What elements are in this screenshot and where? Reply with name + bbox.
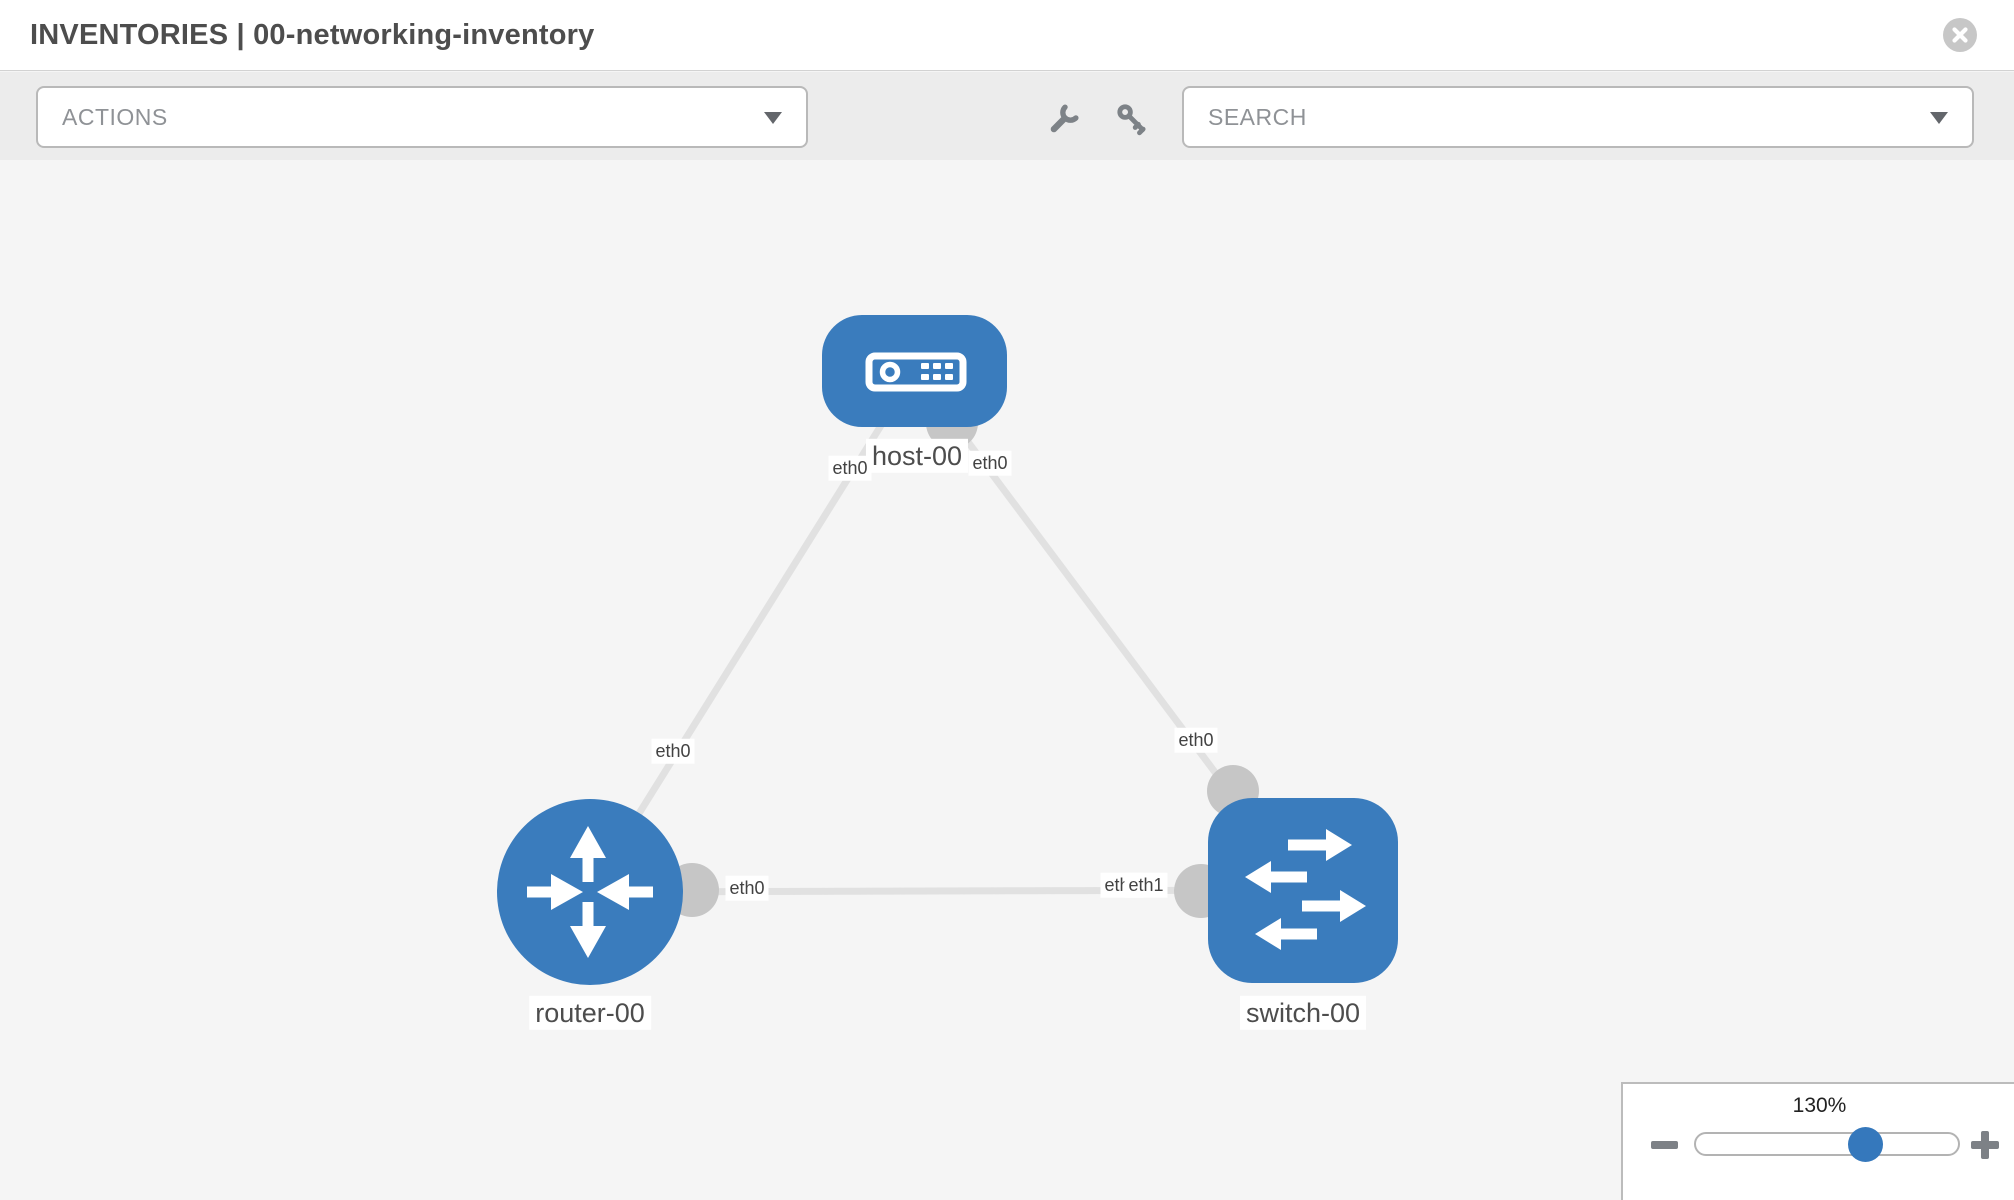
chevron-down-icon [1930, 112, 1948, 124]
page-title: INVENTORIES | 00-networking-inventory [30, 19, 595, 51]
interface-label: eth0 [725, 875, 769, 901]
interface-label: eth1 [1124, 872, 1168, 898]
key-icon [1117, 104, 1146, 136]
topology-canvas[interactable]: host-00 router-00 switch-00 eth0 eth0 et… [0, 160, 2014, 1200]
node-label-switch: switch-00 [1239, 995, 1367, 1031]
zoom-level: 130% [1792, 1094, 1847, 1117]
zoom-in-icon[interactable] [1971, 1131, 1999, 1159]
header: INVENTORIES | 00-networking-inventory [0, 0, 2014, 71]
zoom-panel: 130% [1621, 1082, 2014, 1200]
interface-label: eth0 [1174, 727, 1218, 753]
wrench-button[interactable] [1041, 96, 1087, 142]
search-dropdown[interactable]: SEARCH [1182, 86, 1974, 148]
close-icon [1952, 27, 1968, 43]
node-host-00[interactable] [822, 315, 1007, 427]
router-arrows-icon [527, 826, 653, 958]
toolbar: ACTIONS SEARCH [0, 72, 2014, 162]
zoom-out-icon[interactable] [1651, 1141, 1678, 1149]
chevron-down-icon [764, 112, 782, 124]
search-dropdown-label: SEARCH [1208, 104, 1307, 130]
actions-dropdown-label: ACTIONS [62, 104, 168, 130]
switch-arrows-icon [1245, 829, 1366, 950]
interface-label: eth0 [651, 738, 695, 764]
topology-svg [497, 315, 1398, 985]
interface-label: eth0 [968, 450, 1012, 476]
zoom-slider-thumb[interactable] [1848, 1127, 1883, 1162]
node-router-00[interactable] [497, 799, 683, 985]
interface-label: eth0 [828, 455, 872, 481]
close-button[interactable] [1943, 18, 1977, 52]
node-label-host: host-00 [865, 438, 969, 474]
key-button[interactable] [1109, 96, 1155, 142]
server-icon [865, 352, 967, 392]
node-switch-00[interactable] [1208, 798, 1398, 983]
actions-dropdown[interactable]: ACTIONS [36, 86, 808, 148]
zoom-slider-track[interactable] [1694, 1132, 1960, 1156]
node-label-router: router-00 [529, 995, 651, 1031]
wrench-icon [1050, 104, 1079, 133]
